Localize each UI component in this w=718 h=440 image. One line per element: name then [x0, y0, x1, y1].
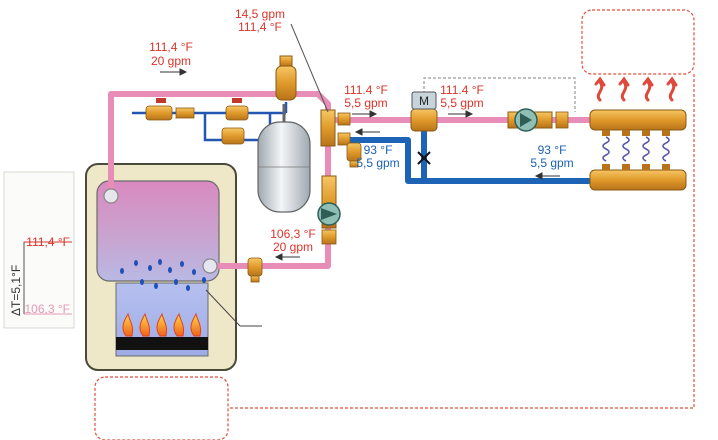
flame-icon	[122, 312, 201, 337]
supply-port	[103, 188, 119, 204]
mix-in-flow-label: 5,5 gpm	[344, 96, 387, 110]
air-separator-icon	[275, 55, 297, 101]
delta-t-label: ΔT=5,1°F	[9, 265, 23, 316]
controller-box	[94, 376, 229, 440]
sensor-wire	[423, 77, 576, 112]
supply-flow-label: 20 gpm	[151, 54, 191, 68]
return-manifold	[589, 164, 687, 191]
motor-label: M	[419, 94, 429, 108]
mix-out-flow-label: 5,5 gpm	[440, 96, 483, 110]
flow-arrows	[160, 68, 560, 261]
bypass-temp-label: 93 °F	[364, 143, 393, 157]
circulator-pump-icon	[317, 175, 341, 245]
fill-valve-icon	[145, 98, 249, 145]
heat-arrow-icon	[594, 76, 678, 102]
lower-temp-label: 106,3 °F	[25, 302, 71, 316]
mix-out-temp-label: 111.4 °F	[440, 83, 484, 97]
boiler-return-temp-label: 106,3 °F	[270, 227, 316, 241]
supply-manifold	[589, 109, 687, 136]
mixing-valve-icon: M	[410, 91, 438, 132]
junction-flow-label: 14,5 gpm	[235, 7, 285, 21]
condensate-drops	[120, 259, 206, 291]
mix-in-temp-label: 111.4 °F	[344, 83, 388, 97]
radiant-loops	[602, 136, 670, 162]
secondary-pump-icon	[507, 108, 569, 132]
junction-temp-label: 111,4 °F	[238, 20, 282, 34]
flow-leader	[290, 23, 329, 113]
supply-temp-label: 111,4 °F	[149, 40, 193, 54]
control-wire	[228, 74, 695, 409]
boiler-drain-valve	[247, 257, 263, 283]
expansion-tank-icon	[257, 104, 311, 213]
bypass-flow-label: 5,5 gpm	[356, 156, 399, 170]
return-port	[202, 258, 218, 274]
delta-t-panel	[3, 171, 75, 329]
boiler-return-flow-label: 20 gpm	[273, 240, 313, 254]
return-flow-label: 5,5 gpm	[530, 156, 573, 170]
upper-temp-label: 111,4 °F	[26, 235, 70, 249]
burner	[116, 337, 208, 350]
return-check-valve	[346, 142, 362, 168]
leader-line	[205, 289, 241, 327]
manifold-return-pipe	[350, 137, 590, 184]
thermostat-box	[581, 9, 695, 75]
closed-valve-x-icon	[417, 151, 431, 165]
return-temp-label: 93 °F	[538, 143, 567, 157]
primary-tee	[320, 109, 351, 147]
boiler-heat-exchanger	[96, 180, 220, 282]
